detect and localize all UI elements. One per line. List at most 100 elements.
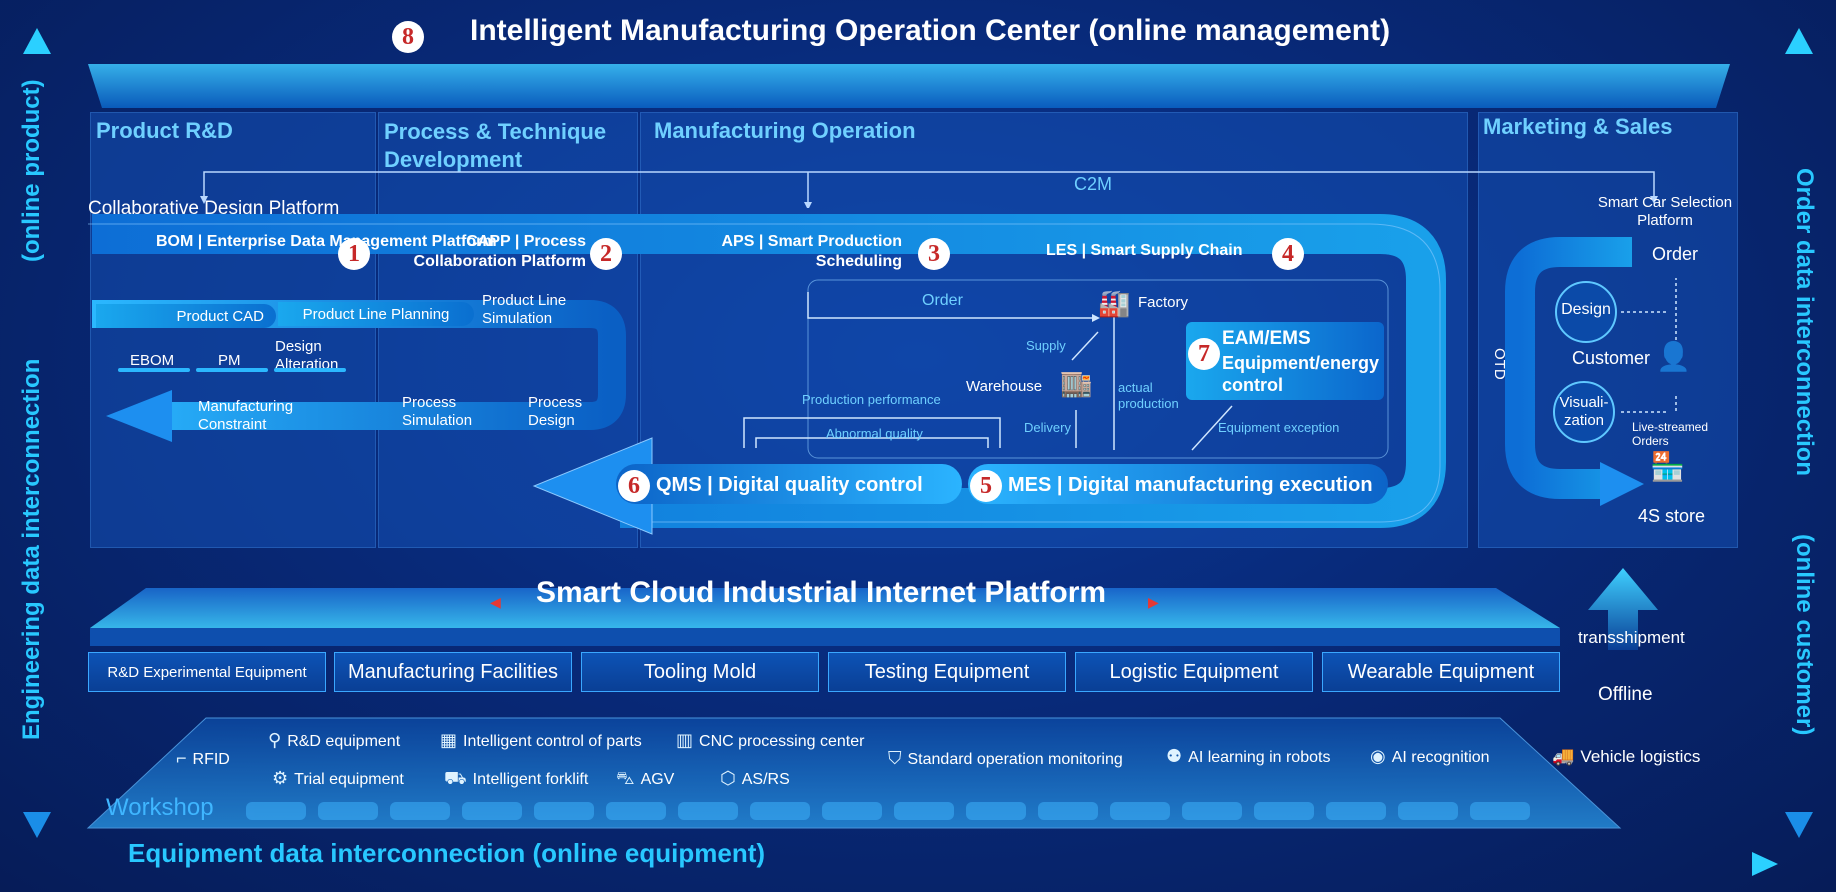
factory-icon: 🏭 [1098, 288, 1131, 318]
equipment-wearable: Wearable Equipment [1322, 652, 1560, 692]
eam-box [1186, 322, 1384, 400]
otd-label: OTD [1491, 348, 1508, 380]
process-design: Process Design [528, 394, 583, 429]
platform-left-marker: ◀ [490, 594, 501, 610]
workshop-label: Workshop [106, 794, 214, 821]
badge-7: 7 [1188, 338, 1220, 370]
equipment-logistic: Logistic Equipment [1075, 652, 1313, 692]
product-line-planning: Product Line Planning [278, 302, 474, 326]
customer-icon: 👤 [1656, 341, 1691, 372]
trial-equipment-icon: ⚙ [272, 768, 289, 788]
ws-intelligent-parts: ▦Intelligent control of parts [440, 730, 642, 750]
platform-title: Smart Cloud Industrial Internet Platform [536, 576, 1107, 609]
ws-ai-robot: ⚉AI learning in robots [1166, 746, 1331, 766]
platform-right-marker: ▶ [1148, 594, 1159, 610]
right-axis-paren: (online customer) [1791, 534, 1818, 736]
agv-icon: ⛍ [616, 768, 635, 788]
left-axis-label: Engineering data interconnection [18, 358, 45, 740]
equipment-testing: Testing Equipment [828, 652, 1066, 692]
abnormal-quality-label: Abnormal quality [826, 426, 923, 441]
monitoring-icon: ⛉ [888, 748, 902, 768]
pm-bar [196, 368, 268, 372]
supply-label: Supply [1026, 338, 1066, 353]
smart-car-selection-label: Smart Car Selection Platform [1597, 194, 1733, 229]
equipment-manufacturing: Manufacturing Facilities [334, 652, 572, 692]
design-circle-label: Design [1561, 301, 1611, 318]
transshipment-label: transshipment [1578, 628, 1685, 647]
page-title: Intelligent Manufacturing Operation Cent… [470, 14, 1391, 47]
platform-slab [90, 588, 1560, 646]
pipeline-capp: CAPP | Process Collaboration Platform [413, 233, 586, 270]
left-axis-arrow [23, 28, 51, 838]
ws-ai-recognition: ◉AI recognition [1370, 746, 1490, 766]
ws-std-op: ⛉Standard operation monitoring [888, 748, 1123, 768]
eam-subtitle: Equipment/energy control [1222, 353, 1380, 395]
left-axis-paren: (online product) [18, 79, 45, 262]
c2m-label: C2M [1074, 174, 1113, 194]
badge-8: 8 [392, 21, 424, 53]
pipeline-qms: QMS | Digital quality control [656, 474, 923, 496]
pipeline-mes: MES | Digital manufacturing execution [1008, 474, 1373, 496]
workshop-slab [86, 717, 1622, 829]
top-slab [88, 64, 1730, 108]
ebom-bar [118, 368, 190, 372]
actual-production-label: actual production [1118, 380, 1179, 411]
factory-label: Factory [1138, 294, 1189, 311]
process-simulation: Process Simulation [402, 394, 473, 429]
product-line-simulation: Product Line Simulation [482, 292, 567, 327]
column-sales: Marketing & Sales [1483, 114, 1673, 139]
ws-asrs: ⬡AS/RS [720, 768, 790, 788]
warehouse-icon: 🏬 [1060, 368, 1093, 398]
manufacturing-constraint: Manufacturing Constraint [198, 398, 294, 433]
bottom-axis-arrow [760, 852, 1778, 876]
eam-title: EAM/EMS [1222, 328, 1311, 349]
order-label: Order [1652, 244, 1699, 264]
bottom-axis-label: Equipment data interconnection (online e… [128, 838, 766, 868]
column-mfg: Manufacturing Operation [654, 118, 916, 143]
ws-trial-equipment: ⚙Trial equipment [272, 768, 404, 788]
asrs-icon: ⬡ [720, 768, 736, 788]
equipment-exception-label: Equipment exception [1218, 420, 1340, 435]
badge-1: 1 [338, 238, 370, 270]
ws-agv: ⛍AGV [616, 768, 674, 792]
equipment-tooling: Tooling Mold [581, 652, 819, 692]
robot-icon: ⚉ [1166, 746, 1183, 766]
c2m-bracket [200, 171, 1658, 208]
ws-forklift: ⛟Intelligent forklift [444, 768, 588, 792]
pipeline-aps: APS | Smart Production Scheduling [721, 233, 903, 270]
mes-pill [968, 464, 1388, 504]
transshipment-arrow [1588, 568, 1658, 650]
panel-rd [90, 112, 376, 548]
delivery-label: Delivery [1024, 420, 1071, 435]
ws-rfid: ⌐RFID [176, 748, 230, 768]
ebom-label: EBOM [130, 352, 175, 369]
qms-pill [616, 464, 962, 504]
customer-label: Customer [1572, 348, 1651, 368]
ws-cnc: ▥CNC processing center [676, 730, 865, 750]
visualization-circle-label: Visuali-zation [1559, 394, 1609, 429]
ws-rd-equipment: ⚲R&D equipment [268, 730, 401, 750]
product-cad: Product CAD [96, 304, 276, 328]
badge-6: 6 [618, 470, 650, 502]
badge-4: 4 [1272, 238, 1304, 270]
production-performance-label: Production performance [802, 392, 941, 407]
store-label: 4S store [1638, 506, 1706, 526]
ws-vehicle-logistics: 🚚Vehicle logistics [1552, 746, 1701, 766]
truck-icon: 🚚 [1552, 746, 1575, 766]
column-process: Process & Technique Development [384, 119, 607, 172]
badge-2: 2 [590, 238, 622, 270]
badge-5: 5 [970, 470, 1002, 502]
badge-3: 3 [918, 238, 950, 270]
store-icon: 🏪 [1650, 451, 1685, 482]
pm-label: PM [218, 352, 241, 369]
parts-grid-icon: ▦ [440, 730, 458, 750]
rd-equipment-icon: ⚲ [268, 730, 282, 750]
pipeline-bom: BOM | Enterprise Data Management Platfor… [156, 233, 497, 250]
warehouse-label: Warehouse [966, 378, 1043, 395]
offline-label: Offline [1598, 684, 1653, 705]
collab-platform-label: Collaborative Design Platform [88, 198, 340, 219]
order-flow-label: Order [922, 292, 963, 309]
live-streamed-label: Live-streamed Orders [1632, 420, 1709, 448]
right-axis-label: Order data interconnection [1791, 168, 1818, 477]
